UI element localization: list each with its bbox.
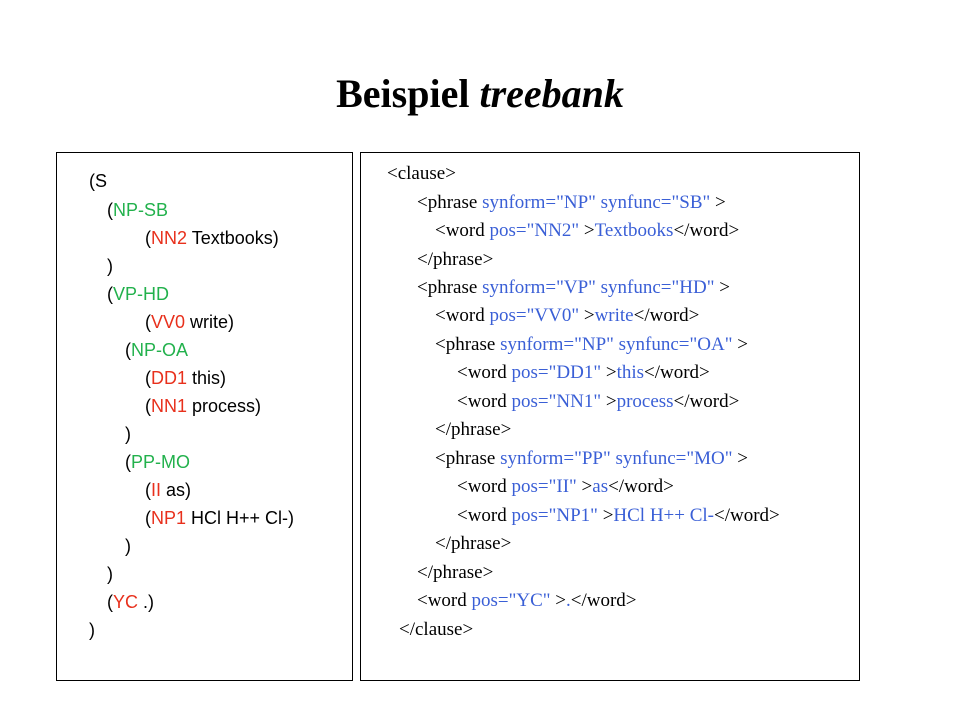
title-main: Beispiel [336,71,470,116]
bracket-line: (VV0 write) [145,312,235,332]
bracket-line: ) [89,620,95,640]
xml-line: <phrase synform="NP" synfunc="SB" > [417,192,726,213]
bracket-line: (VP-HD [107,284,170,304]
xml-line: </phrase> [417,249,494,270]
xml-line: <word pos="YC" >.</word> [417,590,637,611]
bracket-panel: (S (NP-SB (NN2 Textbooks) ) (VP-HD (VV0 … [56,152,353,681]
xml-line: <word pos="DD1" >this</word> [457,362,710,383]
bracket-line: (NN2 Textbooks) [145,228,279,248]
bracket-line: ) [107,256,113,276]
bracket-line: (II as) [145,480,192,500]
xml-line: <word pos="II" >as</word> [457,476,674,497]
xml-line: </phrase> [435,533,512,554]
xml-line: <word pos="NN2" >Textbooks</word> [435,220,740,241]
bracket-line: (NN1 process) [145,396,262,416]
xml-line: </clause> [399,619,474,640]
bracket-line: ) [107,564,113,584]
xml-panel: <clause> <phrase synform="NP" synfunc="S… [360,152,860,681]
bracket-line: (PP-MO [125,452,191,472]
bracket-line: (S [89,171,108,191]
xml-line: <word pos="VV0" >write</word> [435,305,700,326]
bracket-line: (NP-OA [125,340,189,360]
bracket-line: ) [125,424,131,444]
xml-line: <phrase synform="NP" synfunc="OA" > [435,334,748,355]
bracket-line: (YC .) [107,592,155,612]
xml-line: <clause> [387,163,456,184]
bracket-line: (DD1 this) [145,368,227,388]
xml-line: <phrase synform="PP" synfunc="MO" > [435,448,748,469]
bracket-line: ) [125,536,131,556]
title-italic: treebank [479,71,624,116]
bracket-line: (NP-SB [107,200,169,220]
xml-line: <word pos="NN1" >process</word> [457,391,740,412]
page-title: Beispiel treebank [0,70,960,117]
xml-line: <word pos="NP1" >HCl H++ Cl-</word> [457,505,780,526]
xml-line: </phrase> [417,562,494,583]
xml-line: <phrase synform="VP" synfunc="HD" > [417,277,730,298]
bracket-line: (NP1 HCl H++ Cl-) [145,508,295,528]
xml-line: </phrase> [435,419,512,440]
